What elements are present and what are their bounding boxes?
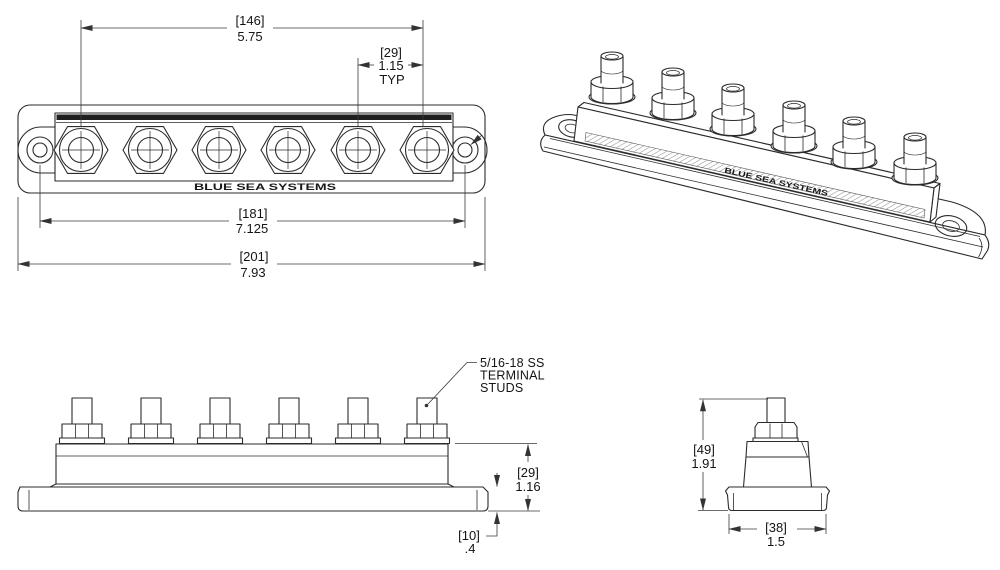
front-view: BLUE SEA SYSTEMS [146] 5.75 [29] 1 [17,13,488,280]
callout-leader-dot [424,403,429,408]
dim-base-height-mm: [10] [458,528,480,543]
dim-overall-in: 7.93 [240,265,265,280]
end-nut [754,421,798,439]
front-hole-pointer-arrow [470,134,483,145]
dim-pitch-in: 1.15 [378,58,403,73]
end-base [724,486,831,512]
front-left-mount-tab [17,126,56,174]
end-view: [49] 1.91 [38] 1.5 [691,397,831,549]
iso-base-right-endcap [978,237,983,258]
dim-hole-span-in: 7.125 [236,221,269,236]
dim-overall-mm: [201] [240,249,269,264]
dim-pitch-mm: [29] [380,45,402,60]
front-top-band [56,114,452,120]
iso-label-strip [584,132,926,219]
dim-end-height-mm: [49] [693,442,715,457]
dim-stud-span-in: 5.75 [237,29,262,44]
dim-end-height-in: 1.91 [691,456,716,471]
side-view: 5/16-18 SS TERMINAL STUDS [29] 1.16 [10]… [17,356,545,556]
side-base [17,486,489,512]
front-left-mount-hole [26,136,54,164]
side-terminal-studs [58,397,451,445]
dim-body-height-mm: [29] [517,465,539,480]
end-stud [766,397,786,424]
dim-stud-span-mm: [146] [236,13,265,28]
dim-end-width-mm: [38] [765,520,787,535]
callout-line3: STUDS [480,381,523,395]
dim-end-width-in: 1.5 [767,534,785,549]
front-busbar-body [54,112,454,182]
isometric-view: BLUE SEA SYSTEMS [540,51,990,260]
front-right-mount-tab [449,126,488,174]
dim-hole-span-mm: [181] [239,206,268,221]
end-body-lower [742,456,813,488]
callout-line2: TERMINAL [480,369,545,383]
front-dimensions: [146] 5.75 [29] 1.15 TYP [181] 7.125 [20… [17,13,486,280]
dim-pitch-note: TYP [379,72,404,87]
dim-base-height-in: .4 [465,541,476,556]
side-busbar-body [55,443,449,485]
dim-body-height-in: 1.16 [515,479,540,494]
end-body-upper [745,440,810,458]
stud-callout: 5/16-18 SS TERMINAL STUDS [424,356,545,408]
iso-right-mount-hole [934,215,968,237]
side-dimensions: [29] 1.16 [10] .4 [455,443,541,556]
end-dimensions: [49] 1.91 [38] 1.5 [691,398,827,549]
callout-line1: 5/16-18 SS [480,356,545,370]
front-brand-label: BLUE SEA SYSTEMS [194,182,336,192]
